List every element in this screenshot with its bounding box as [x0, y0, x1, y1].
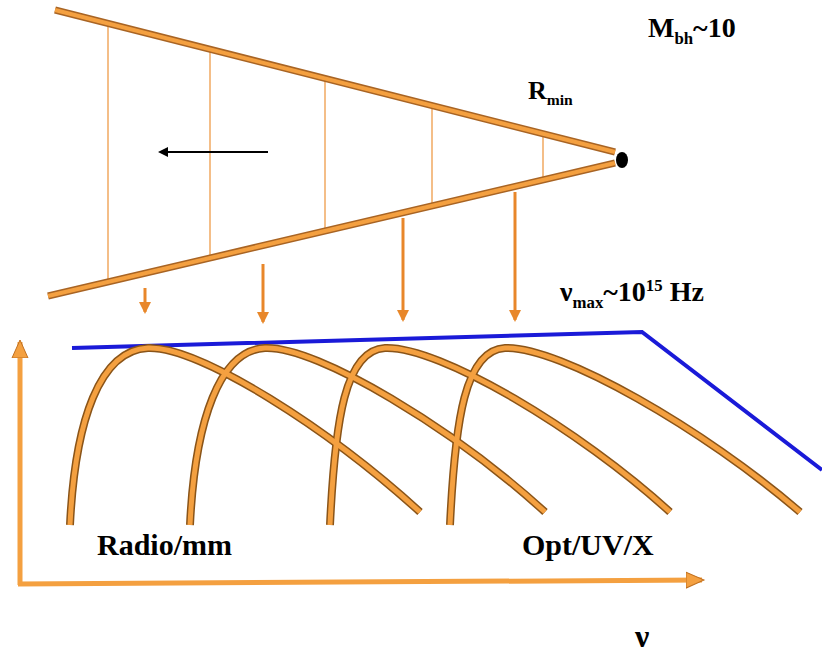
axis-label-text: ν [635, 618, 649, 654]
frequency-label: νmax~1015 Hz [560, 278, 704, 312]
axis-label: ν [635, 620, 649, 652]
band-label-text: Opt/UV/X [522, 528, 654, 561]
frequency-label-text: max [573, 293, 604, 312]
frequency-label-text: 15 [646, 276, 663, 295]
radius-label-text: min [547, 91, 573, 108]
jet-slices [108, 24, 543, 282]
mass-label-text: ~10 [693, 12, 736, 43]
flow-arrow [160, 151, 268, 153]
axes [18, 342, 702, 585]
emission-arrows [145, 192, 515, 322]
sed-bumps [70, 348, 800, 525]
mass-label: Mbh~10 [648, 14, 736, 47]
radius-label: Rmin [528, 78, 573, 108]
mass-label-text: M [648, 12, 674, 43]
black-hole [616, 152, 628, 168]
band-label: Radio/mm [97, 530, 232, 560]
radius-label-text: R [528, 76, 547, 105]
jet-cone [48, 10, 615, 296]
mass-label-text: bh [674, 29, 693, 48]
frequency-label-text: Hz [670, 276, 704, 307]
frequency-label-text: ν [560, 276, 573, 307]
band-label: Opt/UV/X [522, 530, 654, 560]
frequency-label-text: ~10 [603, 276, 646, 307]
band-label-text: Radio/mm [97, 528, 232, 561]
